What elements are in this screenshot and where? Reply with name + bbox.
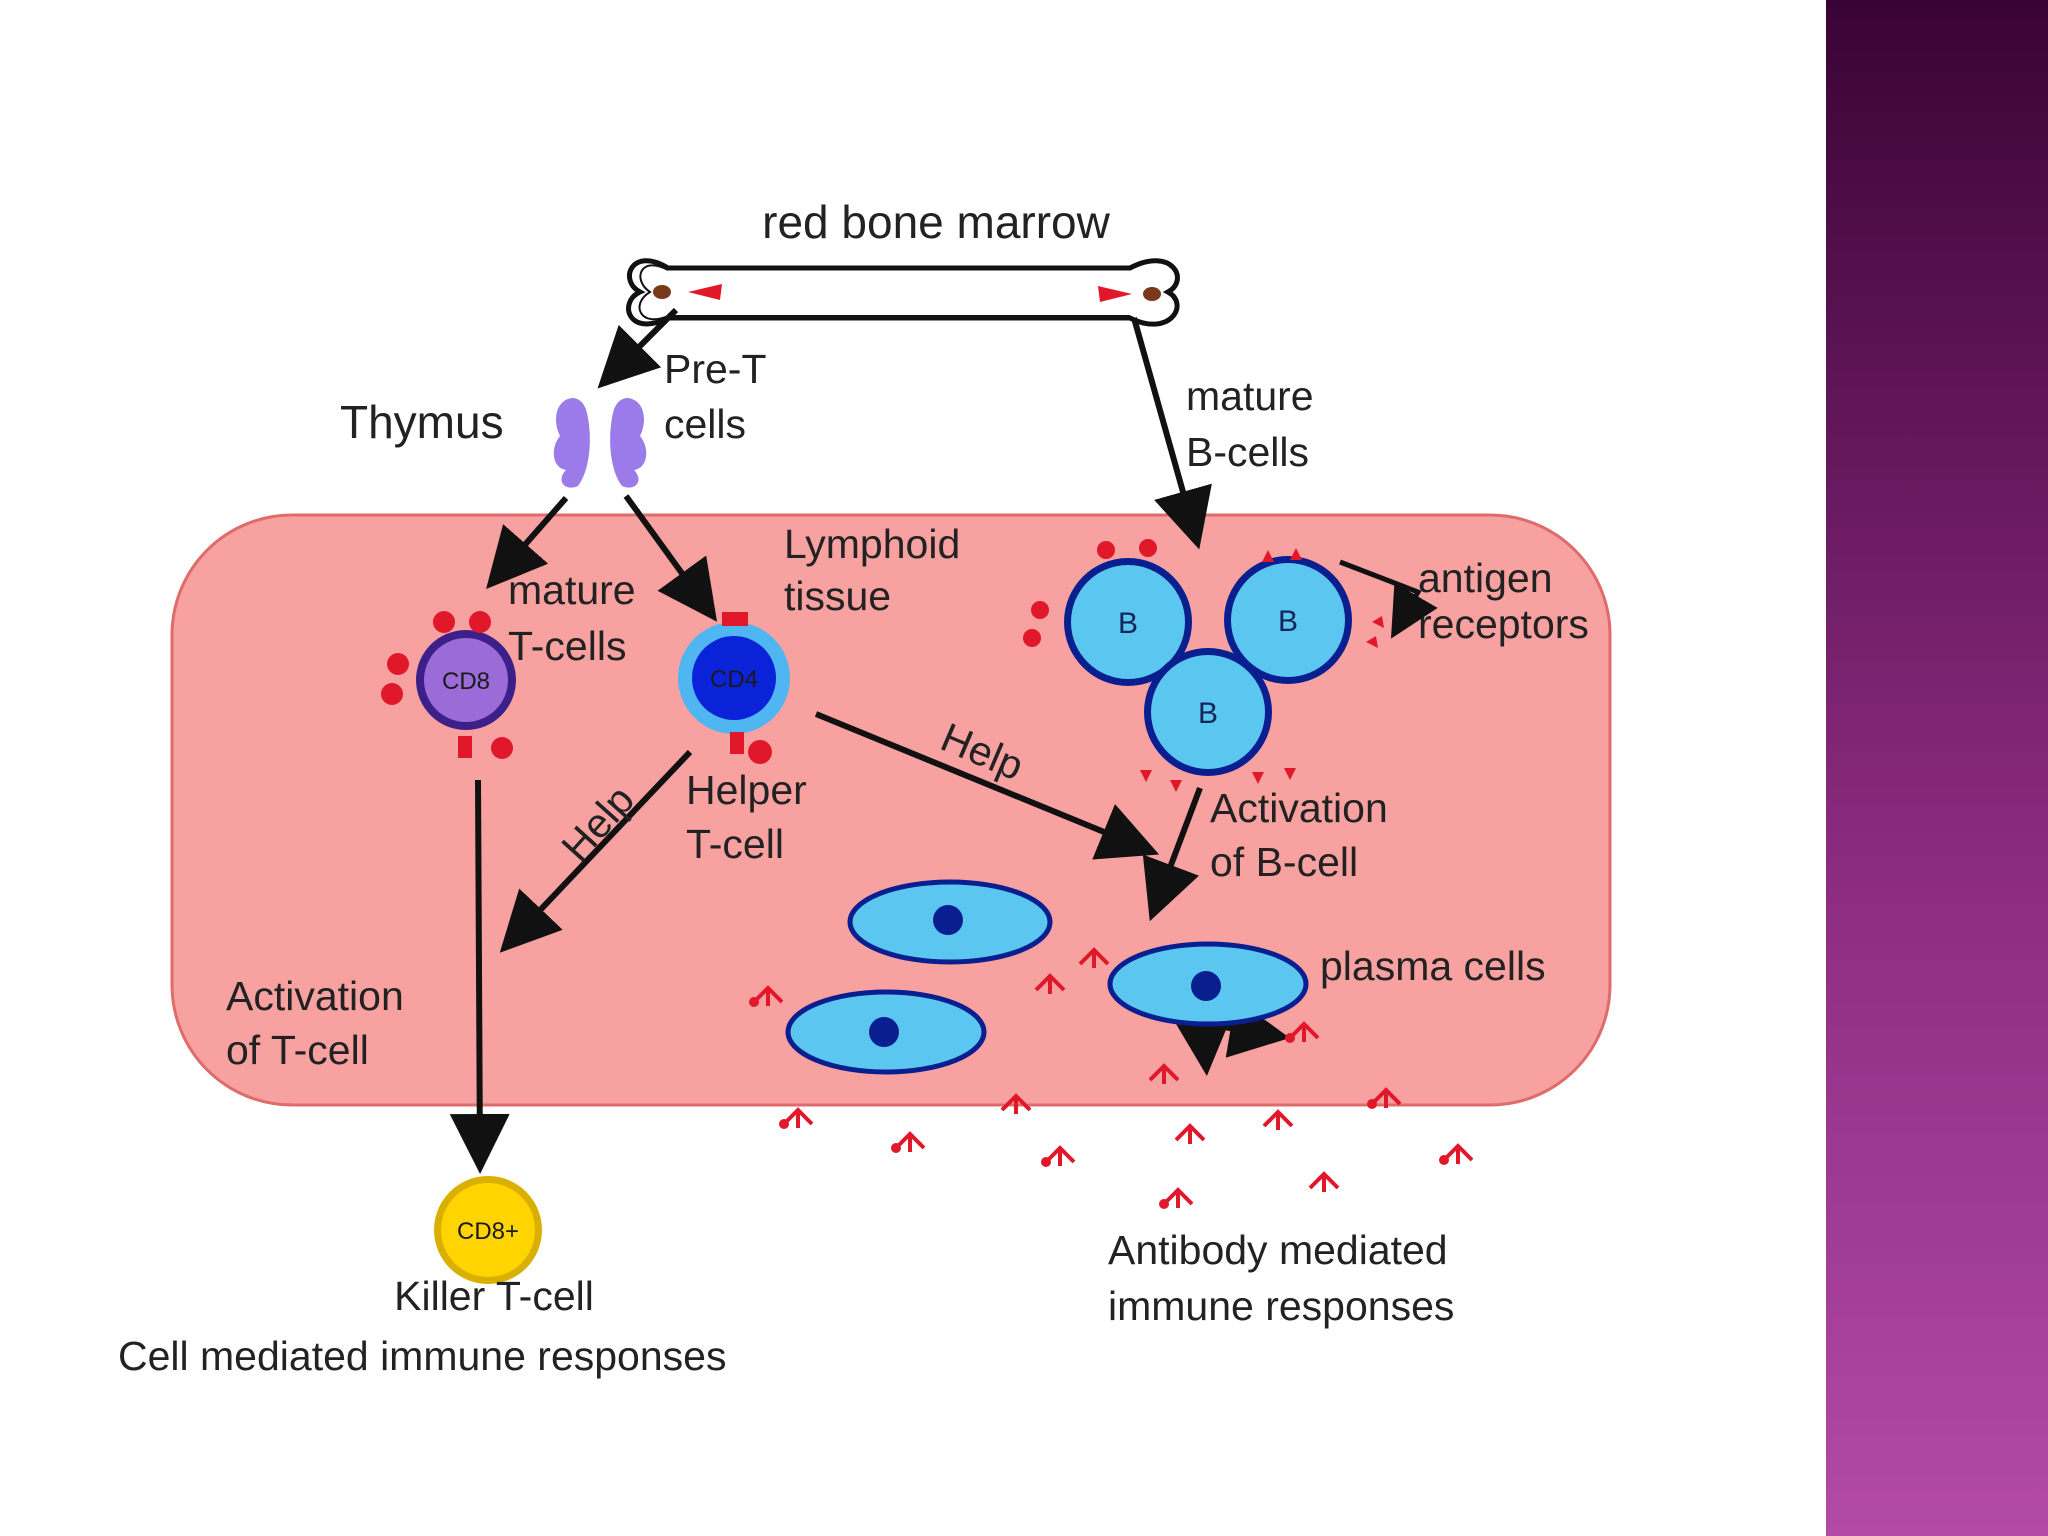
b-cell-letter-1: B — [1118, 607, 1138, 640]
diagram-arrows — [449, 307, 1290, 1174]
antigen-receptors-label-line1: antigen — [1418, 555, 1553, 601]
mature-t-cells-label-line1: mature — [508, 567, 636, 613]
cd4-tag: CD4 — [710, 666, 758, 693]
antibody-mediated-label-line2: immune responses — [1108, 1283, 1454, 1329]
mature-b-cells-label-line2: B-cells — [1186, 429, 1309, 475]
thymus-label: Thymus — [340, 396, 504, 448]
pre-t-cells-label-line1: Pre-T — [664, 346, 767, 392]
antibodies — [752, 947, 1474, 1208]
b-cell-icon — [1064, 558, 1192, 686]
helper-t-cell-label-line2: T-cell — [686, 821, 784, 867]
antigen-receptors-label-line2: receptors — [1418, 601, 1589, 647]
plasma-cell-icon — [847, 879, 1053, 965]
helper-t-cell-label-line1: Helper — [686, 767, 807, 813]
killer-t-cell-label: Killer T-cell — [394, 1273, 594, 1319]
b-cell-letter-2: B — [1278, 605, 1298, 638]
bone-icon — [626, 258, 1180, 327]
activation-b-cell-label-line1: Activation — [1210, 785, 1388, 831]
plasma-cell-icon — [785, 989, 987, 1075]
lymphoid-tissue-label-line2: tissue — [784, 573, 891, 619]
plasma-cells-label: plasma cells — [1320, 943, 1546, 989]
antigen-receptors-bracket — [1339, 559, 1438, 639]
bone-marrow-label: red bone marrow — [762, 196, 1110, 248]
cell-mediated-responses-label: Cell mediated immune responses — [118, 1333, 726, 1379]
cd4-helper-t-cell-icon — [678, 612, 790, 764]
activation-t-cell-label-line2: of T-cell — [226, 1027, 369, 1073]
antibody-mediated-label-line1: Antibody mediated — [1108, 1227, 1448, 1273]
b-cell-letter-3: B — [1198, 697, 1218, 730]
b-cell-icon — [1224, 556, 1352, 684]
immune-response-diagram: red bone marrow Thymus Pre-T cells matur… — [118, 196, 1612, 1379]
killer-t-cell-icon — [434, 1176, 542, 1284]
mature-b-cells-label-line1: mature — [1186, 373, 1314, 419]
thymus-icon — [553, 398, 647, 488]
activation-t-cell-label-line1: Activation — [226, 973, 404, 1019]
lymphoid-tissue-label-line1: Lymphoid — [784, 521, 960, 567]
antibody-tips — [749, 997, 1449, 1209]
cd8-tag: CD8 — [442, 668, 490, 695]
killer-tag: CD8+ — [457, 1218, 519, 1245]
b-cell-receptors — [1023, 539, 1384, 792]
mature-t-cells-label-line2: T-cells — [508, 623, 626, 669]
slide-side-band — [1826, 0, 2048, 1536]
plasma-cell-icon — [1107, 941, 1309, 1027]
b-cell-icon — [1144, 648, 1272, 776]
activation-b-cell-label-line2: of B-cell — [1210, 839, 1358, 885]
pre-t-cells-label-line2: cells — [664, 401, 746, 447]
cd8-t-cell-icon — [381, 611, 516, 759]
